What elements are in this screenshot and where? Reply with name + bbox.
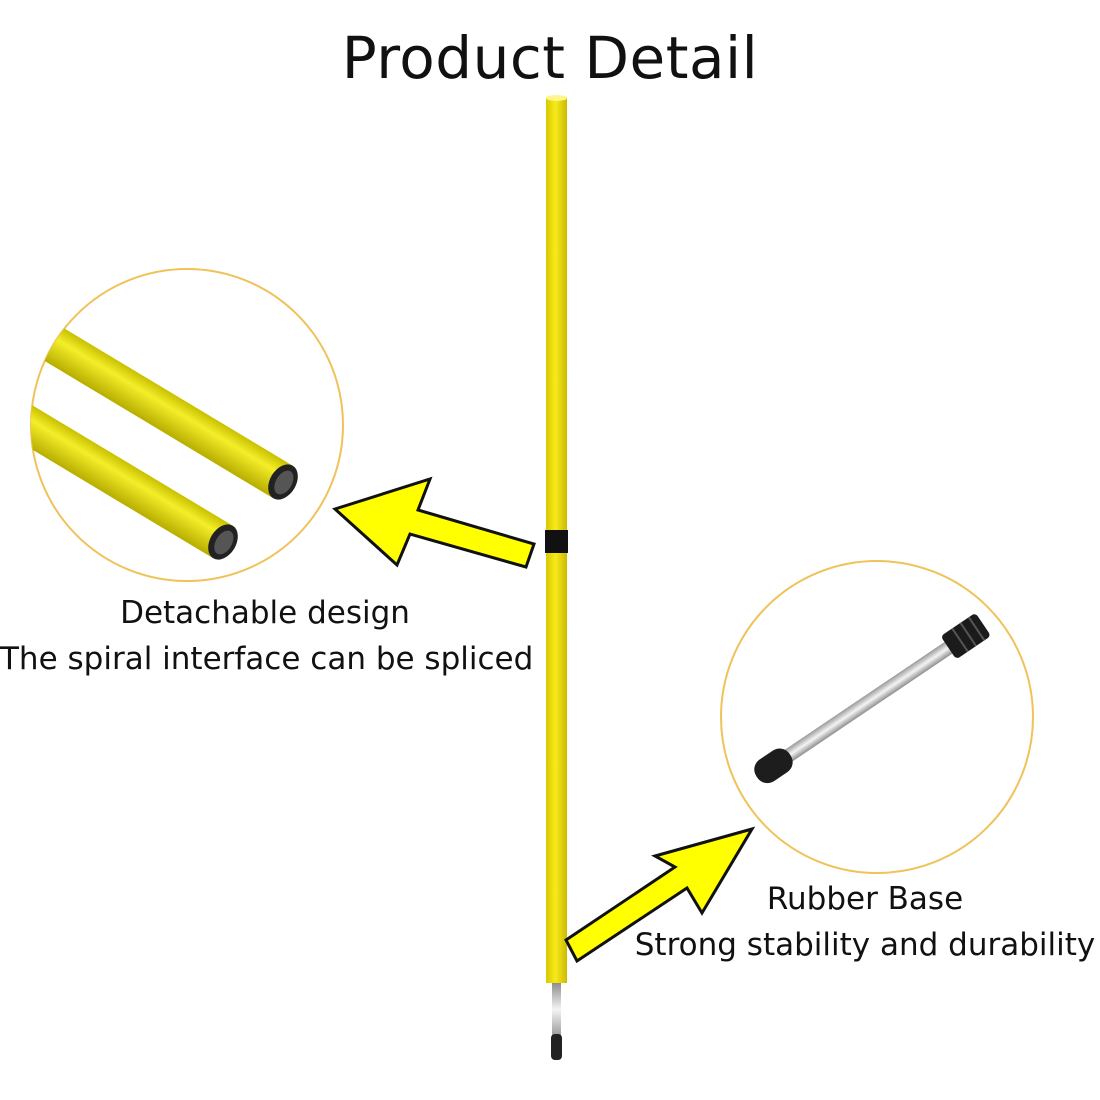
pole-lower-section [546, 553, 567, 983]
feature-heading: Rubber Base [766, 881, 964, 917]
pole-metal-spike [552, 983, 561, 1036]
rubber-base-caption: Rubber Base Strong stability and durabil… [630, 876, 1100, 968]
pole-upper-section [546, 97, 567, 531]
page-title: Product Detail [341, 24, 759, 92]
joint-closeup-circle [30, 268, 344, 582]
slalom-pole [545, 95, 568, 1060]
pole-rubber-tip [551, 1034, 562, 1060]
feature-heading: Detachable design [120, 595, 410, 631]
feature-description: Strong stability and durability [634, 927, 1096, 963]
detachable-design-caption: Detachable design The spiral interface c… [0, 590, 534, 682]
pole-joint-band [545, 530, 568, 553]
left-pointer-arrow [332, 476, 536, 569]
feature-description: The spiral interface can be spliced [0, 641, 534, 677]
right-pointer-arrow [564, 826, 756, 964]
rubber-base-closeup-circle [720, 560, 1034, 874]
